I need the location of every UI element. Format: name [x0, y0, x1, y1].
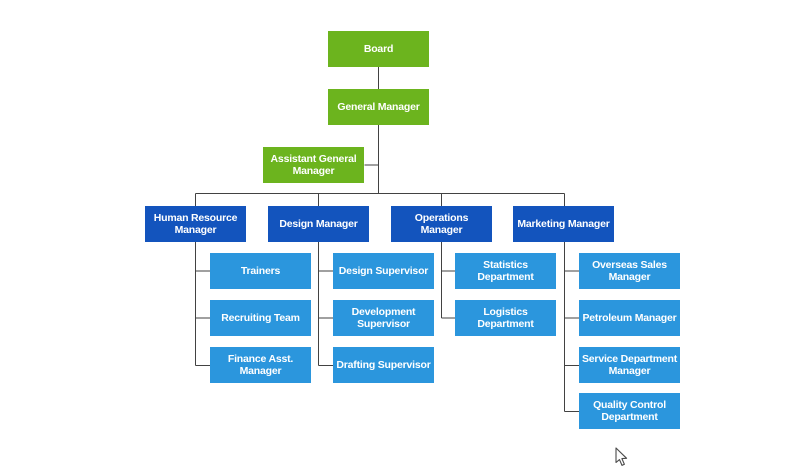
org-node-dev-sup[interactable]: Development Supervisor — [333, 300, 434, 336]
org-node-trainers[interactable]: Trainers — [210, 253, 311, 289]
org-node-label: Statistics Department — [477, 258, 534, 284]
org-node-label: Trainers — [240, 264, 281, 277]
org-node-label: Operations Manager — [414, 211, 469, 237]
org-node-quality[interactable]: Quality Control Department — [579, 393, 680, 429]
org-node-label: Marketing Manager — [517, 217, 610, 230]
org-node-ops[interactable]: Operations Manager — [391, 206, 492, 242]
org-node-label: Human Resource Manager — [153, 211, 238, 237]
org-node-label: Design Manager — [279, 217, 358, 230]
org-node-label: Overseas Sales Manager — [592, 258, 667, 284]
org-node-petroleum[interactable]: Petroleum Manager — [579, 300, 680, 336]
org-node-label: Quality Control Department — [593, 398, 666, 424]
org-node-design[interactable]: Design Manager — [268, 206, 369, 242]
org-node-service[interactable]: Service Department Manager — [579, 347, 680, 383]
org-node-logistics[interactable]: Logistics Department — [455, 300, 556, 336]
org-node-label: Drafting Supervisor — [336, 358, 431, 371]
mouse-cursor-icon — [615, 447, 628, 466]
org-node-agm[interactable]: Assistant General Manager — [263, 147, 364, 183]
org-node-label: Recruiting Team — [221, 311, 300, 324]
org-node-label: General Manager — [337, 100, 420, 113]
org-node-design-sup[interactable]: Design Supervisor — [333, 253, 434, 289]
org-node-label: Development Supervisor — [351, 305, 416, 331]
org-node-overseas[interactable]: Overseas Sales Manager — [579, 253, 680, 289]
org-node-label: Design Supervisor — [338, 264, 429, 277]
org-node-stats[interactable]: Statistics Department — [455, 253, 556, 289]
org-node-label: Assistant General Manager — [270, 152, 357, 178]
org-node-label: Logistics Department — [477, 305, 534, 331]
org-node-mkt[interactable]: Marketing Manager — [513, 206, 614, 242]
org-node-draft-sup[interactable]: Drafting Supervisor — [333, 347, 434, 383]
org-node-gm[interactable]: General Manager — [328, 89, 429, 125]
org-node-hr[interactable]: Human Resource Manager — [145, 206, 246, 242]
org-node-label: Service Department Manager — [581, 352, 678, 378]
org-node-label: Board — [363, 42, 394, 55]
org-node-label: Petroleum Manager — [582, 311, 677, 324]
org-node-board[interactable]: Board — [328, 31, 429, 67]
org-node-label: Finance Asst. Manager — [227, 352, 294, 378]
org-node-finance[interactable]: Finance Asst. Manager — [210, 347, 311, 383]
org-node-recruiting[interactable]: Recruiting Team — [210, 300, 311, 336]
